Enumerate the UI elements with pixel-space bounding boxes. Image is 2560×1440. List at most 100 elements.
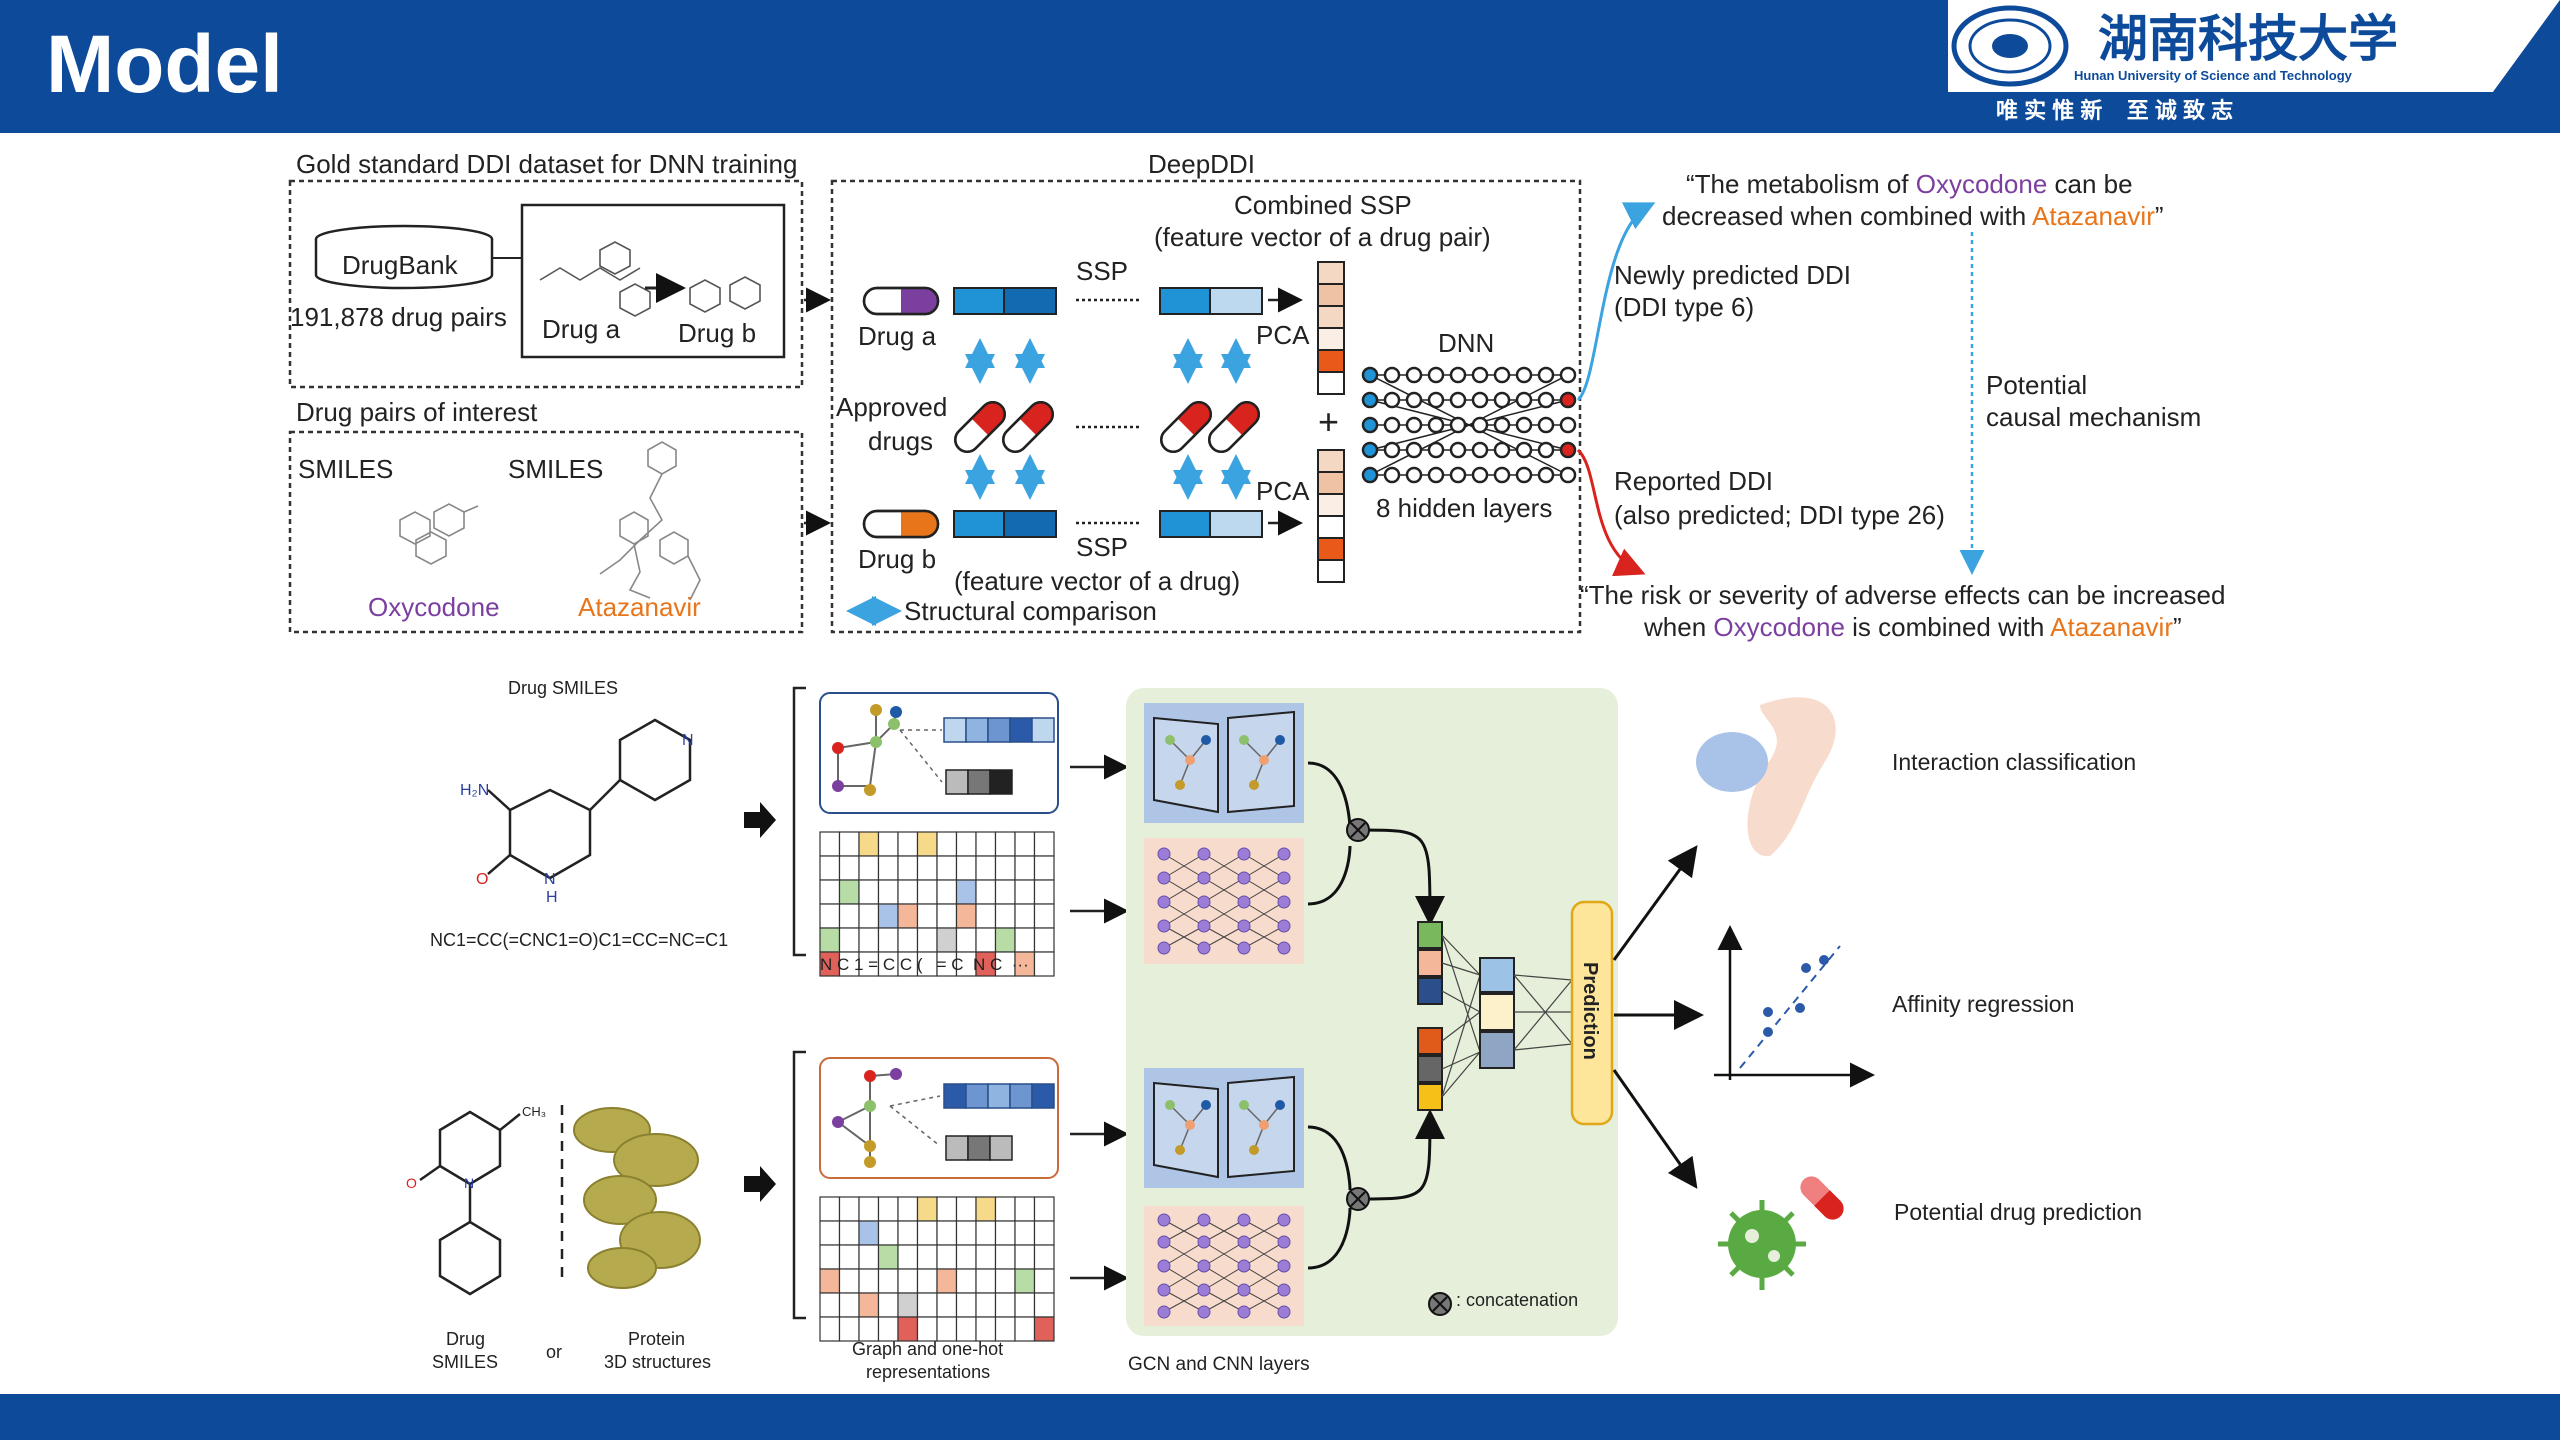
nitrogen-label-2: N xyxy=(464,1175,474,1191)
potential-label: Potential xyxy=(1986,370,2087,400)
or-label: or xyxy=(546,1342,562,1362)
one-hot-cell xyxy=(994,1292,1016,1318)
one-hot-cell xyxy=(975,855,997,881)
combined-ssp-vector xyxy=(1317,261,1345,583)
combined-ssp-sub: (feature vector of a drug pair) xyxy=(1154,222,1491,252)
one-hot-cell xyxy=(994,1244,1016,1270)
one-hot-cell xyxy=(936,879,958,905)
one-hot-cell xyxy=(877,831,899,857)
deepddi-title: DeepDDI xyxy=(1148,149,1255,179)
university-seal-icon xyxy=(1951,5,2069,87)
drug-b-label: Drug b xyxy=(678,318,756,348)
one-hot-cell xyxy=(897,903,919,929)
one-hot-cell xyxy=(916,1196,938,1222)
one-hot-cell xyxy=(975,1292,997,1318)
one-hot-cell xyxy=(1033,1244,1055,1270)
one-hot-cell xyxy=(838,1196,860,1222)
reported-arrow xyxy=(1576,448,1646,577)
newly-predicted-arrow xyxy=(1576,202,1656,402)
dnn-label: DNN xyxy=(1438,328,1494,358)
combined-ssp-label: Combined SSP xyxy=(1234,190,1412,220)
plus-sign: + xyxy=(1318,401,1339,442)
one-hot-cell xyxy=(975,1244,997,1270)
one-hot-cell xyxy=(877,855,899,881)
drug-a-pill-icon xyxy=(862,286,940,316)
one-hot-cell xyxy=(1033,927,1055,953)
graph-representation-bottom xyxy=(819,1057,1059,1179)
prediction-label: Prediction xyxy=(1579,962,1601,1060)
university-logo-panel: 湖南科技大学 Hunan University of Science and T… xyxy=(1948,0,2560,133)
ring-nh-label: N xyxy=(544,871,556,888)
protein-label: Protein xyxy=(628,1329,685,1349)
pca-label-top: PCA xyxy=(1256,320,1310,350)
dnn-network-icon xyxy=(1361,366,1577,484)
one-hot-cell xyxy=(897,831,919,857)
one-hot-cell xyxy=(916,879,938,905)
drug-pairs-count: 191,878 drug pairs xyxy=(290,302,507,332)
interest-title: Drug pairs of interest xyxy=(296,397,538,427)
one-hot-cell xyxy=(838,855,860,881)
causal-mechanism-label: causal mechanism xyxy=(1986,402,2201,432)
one-hot-cell xyxy=(858,1268,880,1294)
one-hot-cell xyxy=(936,1196,958,1222)
one-hot-cell xyxy=(838,1268,860,1294)
one-hot-cell xyxy=(838,1220,860,1246)
one-hot-cell xyxy=(897,1244,919,1270)
drugs-label: drugs xyxy=(868,426,933,456)
one-hot-cell xyxy=(838,879,860,905)
input-arrow-top xyxy=(744,802,776,838)
one-hot-cell xyxy=(1033,1292,1055,1318)
one-hot-grid-top xyxy=(819,831,1055,977)
one-hot-cell xyxy=(838,927,860,953)
one-hot-cell xyxy=(955,1268,977,1294)
one-hot-cell xyxy=(838,1292,860,1318)
affinity-regression-icon xyxy=(1714,925,1875,1088)
gcn-layer-top xyxy=(1144,703,1304,823)
university-name-cn: 湖南科技大学 xyxy=(2098,11,2398,67)
one-hot-cell xyxy=(897,927,919,953)
footer-bar xyxy=(0,1394,2560,1440)
drug-a-label: Drug a xyxy=(542,314,621,344)
one-hot-cell xyxy=(838,1316,860,1342)
one-hot-cell xyxy=(994,1196,1016,1222)
one-hot-cell xyxy=(897,1292,919,1318)
one-hot-cell xyxy=(877,1268,899,1294)
header-bar: Model 湖南科技大学 Hunan University of Science… xyxy=(0,0,2560,133)
drug-pair-box xyxy=(520,203,786,359)
one-hot-cell xyxy=(936,1292,958,1318)
one-hot-cell xyxy=(994,903,1016,929)
one-hot-cell xyxy=(858,927,880,953)
pyridinone-structure-icon xyxy=(419,1110,521,1296)
deepddi-drug-a: Drug a xyxy=(858,321,937,351)
one-hot-cell xyxy=(975,1268,997,1294)
quote1-line1: “The metabolism of Oxycodone can be xyxy=(1686,169,2133,199)
one-hot-cell xyxy=(916,1292,938,1318)
smiles-label-2: SMILES xyxy=(508,454,603,484)
one-hot-cell xyxy=(916,1244,938,1270)
one-hot-cell xyxy=(975,927,997,953)
representations-label: representations xyxy=(866,1362,990,1382)
one-hot-cell xyxy=(819,1292,841,1318)
one-hot-cell xyxy=(877,903,899,929)
one-hot-cell xyxy=(994,855,1016,881)
one-hot-cell xyxy=(1014,1292,1036,1318)
drug-pair-molecule-icon xyxy=(539,241,761,317)
deepddi-drug-b: Drug b xyxy=(858,544,936,574)
smiles-label-1: SMILES xyxy=(298,454,393,484)
one-hot-cell xyxy=(858,831,880,857)
deepddi-box xyxy=(830,179,1582,634)
smiles-string: NC1=CC(=CNC1=O)C1=CC=NC=C1 xyxy=(430,930,728,950)
atazanavir-label: Atazanavir xyxy=(578,592,701,622)
feature-vector-blue-bottom xyxy=(943,1083,1055,1109)
one-hot-cell xyxy=(936,1220,958,1246)
one-hot-cell xyxy=(994,1316,1016,1342)
one-hot-cell xyxy=(916,903,938,929)
model-diagram: Gold standard DDI dataset for DNN traini… xyxy=(288,149,2225,1382)
one-hot-cell xyxy=(955,1316,977,1342)
drug-smiles-title: Drug SMILES xyxy=(508,678,618,698)
token-row: N C 1 = C C ( = C N C ··· xyxy=(820,955,1029,974)
one-hot-cell xyxy=(1014,1244,1036,1270)
input-arrow-bottom xyxy=(744,1166,776,1202)
one-hot-cell xyxy=(877,1244,899,1270)
drugbank-database-icon xyxy=(314,224,494,290)
